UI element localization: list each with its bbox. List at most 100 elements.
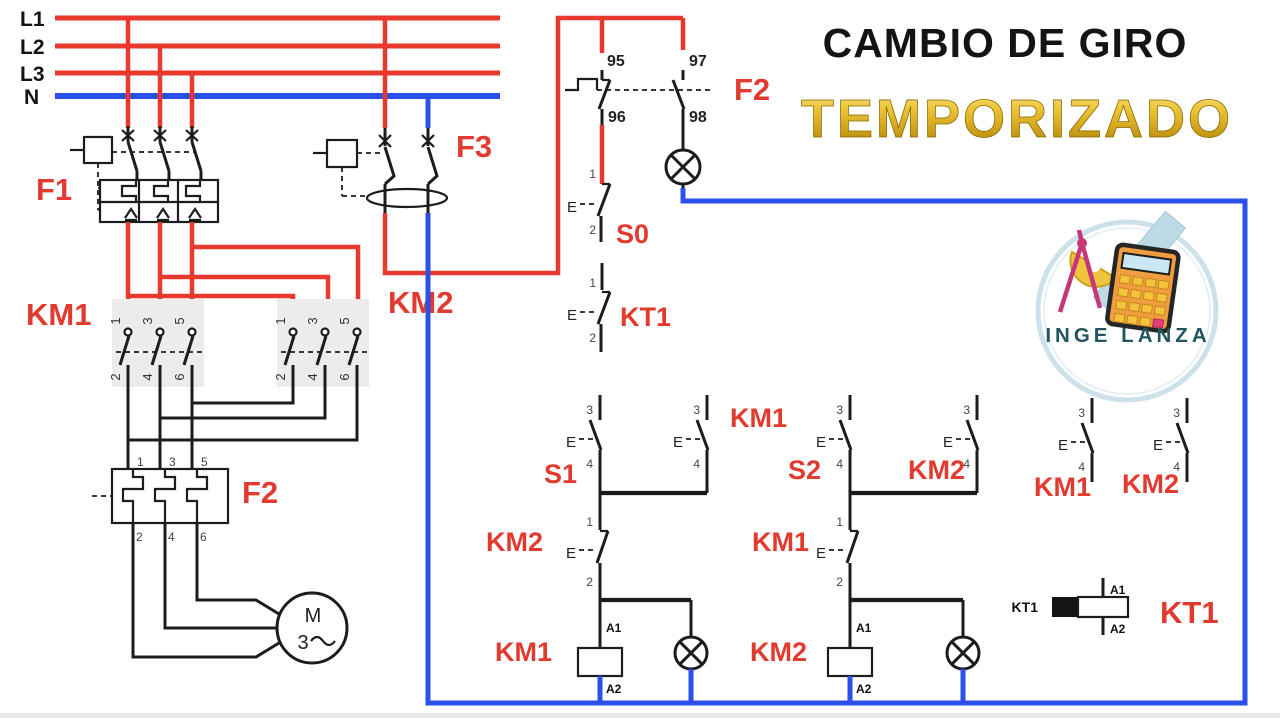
s0-terminal-1: 1 <box>589 167 596 181</box>
km1-right-contact: 3 E 4 KM1 <box>1034 398 1095 502</box>
bus-label-l2: L2 <box>20 36 45 59</box>
label-km1-aux: KM1 <box>730 403 787 433</box>
label-s2: S2 <box>788 455 821 485</box>
rung1: 3 E 4 S1 3 E 4 KM1 1 E 2 KM2 <box>486 395 787 705</box>
km2r-terminal-3: 3 <box>1173 406 1180 420</box>
s1-terminal-4: 4 <box>586 457 593 471</box>
km2nc-actuator: E <box>566 545 576 562</box>
f2-trip-linkage <box>565 77 712 92</box>
km1nc-terminal-2: 2 <box>836 575 843 589</box>
km2aux-actuator: E <box>943 434 953 451</box>
s1-actuator: E <box>566 434 576 451</box>
km2-terminal-1: 1 <box>273 317 288 324</box>
terminal-96: 96 <box>608 109 626 126</box>
label-km2-coil: KM2 <box>750 637 807 667</box>
km2r-actuator: E <box>1153 437 1163 454</box>
km2-right-contact: 3 E 4 KM2 <box>1122 398 1190 499</box>
label-f2-control: F2 <box>734 72 770 107</box>
pushbutton-s0: 1 E 2 S0 <box>567 167 649 249</box>
power-buses: L1 L2 L3 N <box>20 8 500 128</box>
f2-terminal-3: 3 <box>169 455 176 469</box>
pushbutton-s1: 3 E 4 S1 <box>544 395 603 493</box>
logo-text: INGE LANZA <box>1045 324 1210 347</box>
f2-terminal-6: 6 <box>200 530 207 544</box>
km1coil-terminal-a1: A1 <box>606 621 622 635</box>
km2aux-terminal-3: 3 <box>963 403 970 417</box>
s0-terminal-2: 2 <box>589 223 596 237</box>
s2-actuator: E <box>816 434 826 451</box>
km2aux-terminal-4: 4 <box>963 457 970 471</box>
motor-phases: 3 <box>297 632 308 654</box>
km2-terminal-5: 5 <box>337 317 352 324</box>
kt1-timer-coil: KT1 A1 A2 KT1 <box>1012 578 1219 636</box>
f2-terminal-2: 2 <box>136 530 143 544</box>
km1-terminal-6: 6 <box>172 373 187 380</box>
s2-terminal-3: 3 <box>836 403 843 417</box>
km2-coil <box>826 646 874 678</box>
contact-f2-95-96: 95 96 <box>597 53 626 126</box>
km2-terminal-6: 6 <box>337 373 352 380</box>
timer-contact-kt1: 1 E 2 KT1 <box>567 263 671 352</box>
label-km1-coil: KM1 <box>495 637 552 667</box>
km1aux-terminal-4: 4 <box>693 457 700 471</box>
bus-label-l1: L1 <box>20 8 45 31</box>
title-line1: CAMBIO DE GIRO <box>823 20 1188 66</box>
overload-f2: 1 3 5 2 4 6 F2 <box>92 455 278 544</box>
ac-tilde-icon <box>310 635 336 647</box>
km1r-terminal-4: 4 <box>1078 460 1085 474</box>
breaker-f1: F1 <box>36 126 361 328</box>
calculator-icon <box>1105 242 1181 334</box>
title-block: CAMBIO DE GIRO TEMPORIZADO <box>801 20 1233 149</box>
km1nc-terminal-1: 1 <box>836 515 843 529</box>
fault-lamp <box>664 148 702 190</box>
km1-coil <box>576 646 624 678</box>
title-line2: TEMPORIZADO <box>801 89 1233 149</box>
km1-terminal-1: 1 <box>108 317 123 324</box>
label-km2-main: KM2 <box>388 285 453 320</box>
breaker-f3: F3 <box>313 128 492 213</box>
label-f2-thermal: F2 <box>242 475 278 510</box>
kt1c-terminal-1: 1 <box>589 276 596 290</box>
label-f3: F3 <box>456 129 492 164</box>
km2coil-terminal-a2: A2 <box>856 682 872 696</box>
contactor-km1-main: 1 3 5 2 4 6 KM1 <box>26 297 204 387</box>
pushbutton-s2: 3 E 4 S2 <box>788 395 853 493</box>
label-km1-main: KM1 <box>26 297 91 332</box>
km1-terminal-5: 5 <box>172 317 187 324</box>
s0-actuator: E <box>567 199 577 216</box>
terminal-95: 95 <box>607 53 625 70</box>
km2-terminal-3: 3 <box>305 317 320 324</box>
km2-aux-contact: 3 E 4 KM2 <box>908 395 980 493</box>
kt1-terminal-a2: A2 <box>1110 622 1126 636</box>
kt1c-actuator: E <box>567 307 577 324</box>
km1coil-terminal-a2: A2 <box>606 682 622 696</box>
terminal-98: 98 <box>689 109 707 126</box>
km2r-terminal-4: 4 <box>1173 460 1180 474</box>
km1-aux-contact: 3 E 4 KM1 <box>673 395 787 493</box>
f1-poles <box>121 126 203 180</box>
s1-terminal-3: 3 <box>586 403 593 417</box>
compass-icon <box>1057 229 1103 313</box>
label-f1: F1 <box>36 172 72 207</box>
s2-terminal-4: 4 <box>836 457 843 471</box>
km1r-actuator: E <box>1058 437 1068 454</box>
km1-terminal-4: 4 <box>140 373 155 380</box>
km1nc-actuator: E <box>816 545 826 562</box>
kt1-terminal-a1: A1 <box>1110 583 1126 597</box>
neutral-return-wire <box>425 188 1248 706</box>
km2coil-terminal-a1: A1 <box>856 621 872 635</box>
terminal-97: 97 <box>689 53 707 70</box>
km2-terminal-2: 2 <box>273 373 288 380</box>
bus-label-n: N <box>24 86 39 109</box>
km2nc-terminal-2: 2 <box>586 575 593 589</box>
km1-terminal-3: 3 <box>140 317 155 324</box>
label-km1-right: KM1 <box>1034 472 1091 502</box>
km1-run-lamp <box>673 635 709 671</box>
rung2: 3 E 4 S2 3 E 4 KM2 1 E 2 KM1 <box>750 395 981 705</box>
contactor-km2-main: 1 3 5 2 4 6 KM2 <box>273 285 453 387</box>
label-kt1-contact: KT1 <box>620 302 671 332</box>
bus-label-l3: L3 <box>20 63 45 86</box>
km2-nc-contact: 1 E 2 KM2 <box>486 493 610 600</box>
